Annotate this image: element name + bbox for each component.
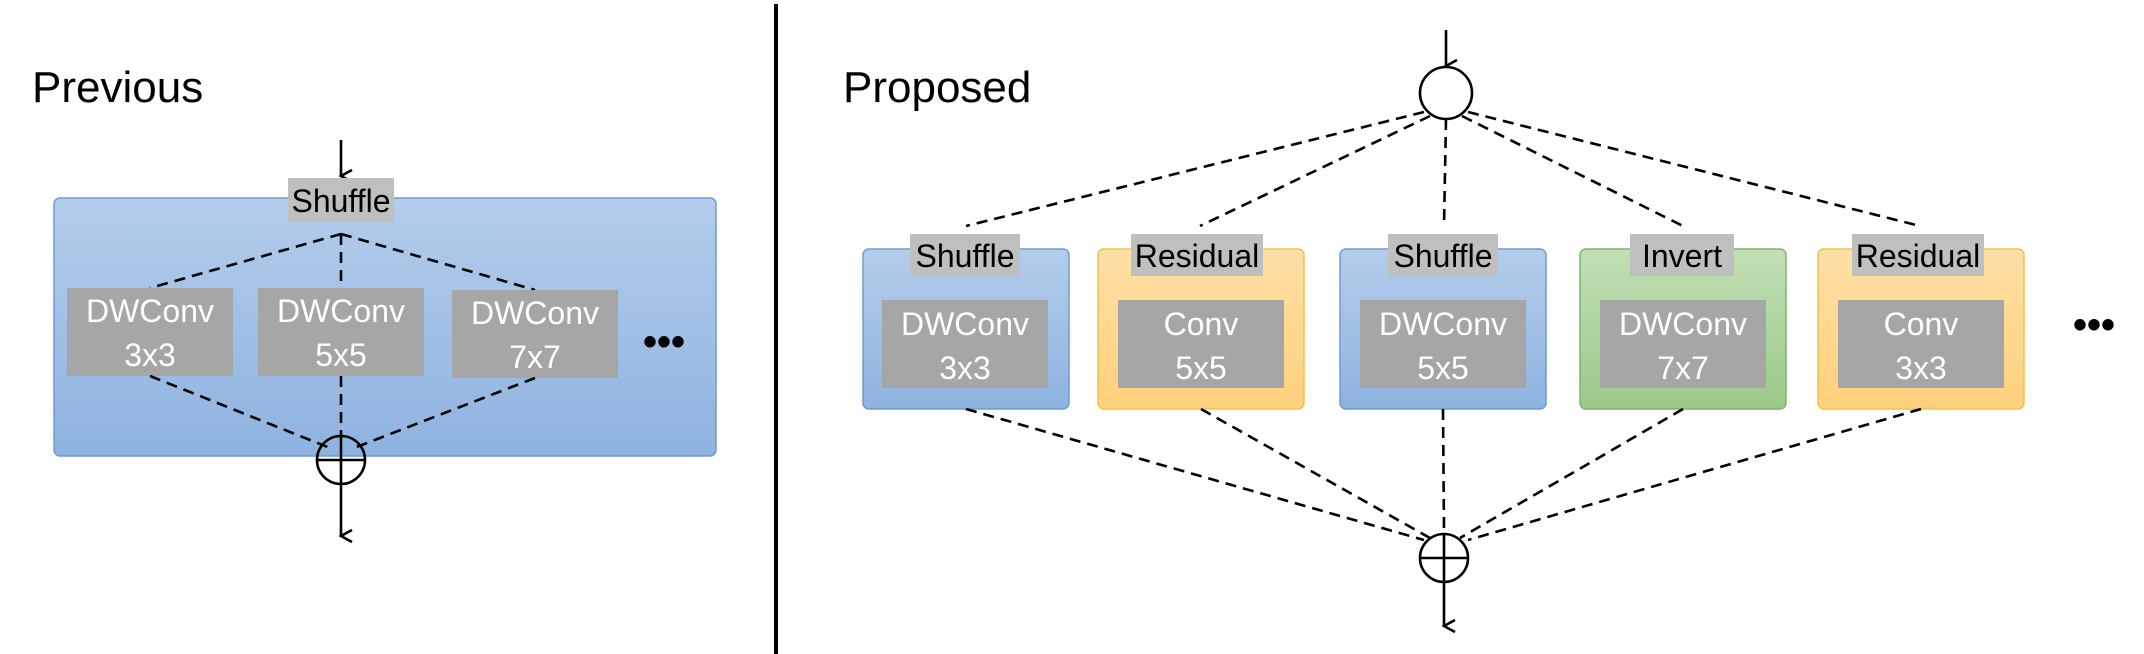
previous-op-1-name: DWConv — [86, 293, 214, 329]
previous-edge-in-1 — [149, 232, 342, 290]
previous-op-2-kernel: 5x5 — [315, 337, 367, 373]
proposed-edge-out-4 — [1459, 407, 1684, 540]
proposed-block-1-op-kernel: 3x3 — [939, 350, 991, 386]
proposed-block-4-op-name: DWConv — [1619, 306, 1747, 342]
proposed-block-5-tag — [1852, 234, 1984, 276]
proposed-block-3-op-name: DWConv — [1379, 306, 1507, 342]
previous-op-3-name: DWConv — [471, 295, 599, 331]
proposed-block-4-tag — [1630, 234, 1734, 276]
proposed-block-2-op — [1118, 300, 1284, 388]
proposed-edge-in-5 — [1467, 110, 1921, 228]
proposed-edge-in-2 — [1199, 114, 1431, 228]
proposed-block-2-tag-label: Residual — [1135, 238, 1260, 274]
proposed-block-3-tag-label: Shuffle — [1393, 238, 1492, 274]
proposed-block-1-tag — [910, 234, 1020, 276]
previous-op-1: DWConv 3x3 — [67, 288, 233, 376]
proposed-block-3: Shuffle DWConv 5x5 — [1339, 234, 1547, 410]
proposed-block-5-op-name: Conv — [1884, 306, 1959, 342]
proposed-block-1-tag-label: Shuffle — [915, 238, 1014, 274]
proposed-block-4-tag-label: Invert — [1642, 238, 1722, 274]
proposed-block-2-op-kernel: 5x5 — [1175, 350, 1227, 386]
proposed-block-1-op — [882, 300, 1048, 388]
proposed-block-2: Residual Conv 5x5 — [1097, 234, 1305, 410]
previous-shuffle-label: Shuffle — [291, 183, 390, 219]
previous-op-2: DWConv 5x5 — [258, 288, 424, 376]
proposed-block-2-op-name: Conv — [1164, 306, 1239, 342]
previous-ellipsis: ••• — [643, 320, 685, 364]
proposed-section: Proposed Shuffle DWConv 3x3 Residual Con… — [843, 30, 2115, 626]
proposed-block-3-op-kernel: 5x5 — [1417, 350, 1469, 386]
proposed-title: Proposed — [843, 63, 1031, 112]
previous-section: Previous Shuffle DWConv 3x3 DWConv 5x5 D… — [32, 63, 717, 536]
previous-edge-in-3 — [340, 232, 536, 292]
previous-op-2-name: DWConv — [277, 293, 405, 329]
proposed-edge-out-5 — [1467, 407, 1922, 542]
previous-edge-out-3 — [353, 376, 536, 450]
proposed-block-5-op — [1838, 300, 2004, 388]
proposed-block-5-tag-label: Residual — [1856, 238, 1981, 274]
proposed-block-4-op — [1600, 300, 1766, 388]
previous-edge-out-1 — [149, 374, 331, 450]
proposed-edge-out-2 — [1200, 407, 1431, 540]
previous-sum-icon — [315, 434, 367, 486]
proposed-block-5: Residual Conv 3x3 — [1817, 234, 2025, 410]
proposed-block-1: Shuffle DWConv 3x3 — [862, 234, 1070, 410]
proposed-ellipsis: ••• — [2073, 303, 2115, 347]
proposed-block-4-op-kernel: 7x7 — [1657, 350, 1709, 386]
previous-shuffle-tag — [288, 178, 394, 222]
proposed-edge-out-3 — [1441, 408, 1446, 533]
proposed-edge-in-1 — [965, 110, 1425, 228]
previous-title: Previous — [32, 63, 203, 112]
proposed-edge-in-4 — [1461, 114, 1684, 228]
proposed-edge-in-3 — [1442, 118, 1448, 227]
proposed-block-5-op-kernel: 3x3 — [1895, 350, 1947, 386]
proposed-edge-out-1 — [965, 407, 1425, 542]
proposed-block-4: Invert DWConv 7x7 — [1579, 234, 1787, 410]
previous-op-3-kernel: 7x7 — [509, 339, 561, 375]
proposed-block-1-op-name: DWConv — [901, 306, 1029, 342]
proposed-block-2-tag — [1131, 234, 1263, 276]
proposed-block-3-op — [1360, 300, 1526, 388]
previous-op-1-kernel: 3x3 — [124, 337, 176, 373]
previous-op-3: DWConv 7x7 — [452, 290, 618, 378]
proposed-input-node-icon — [1418, 65, 1474, 121]
proposed-block-3-tag — [1388, 234, 1498, 276]
proposed-sum-icon — [1418, 532, 1470, 584]
